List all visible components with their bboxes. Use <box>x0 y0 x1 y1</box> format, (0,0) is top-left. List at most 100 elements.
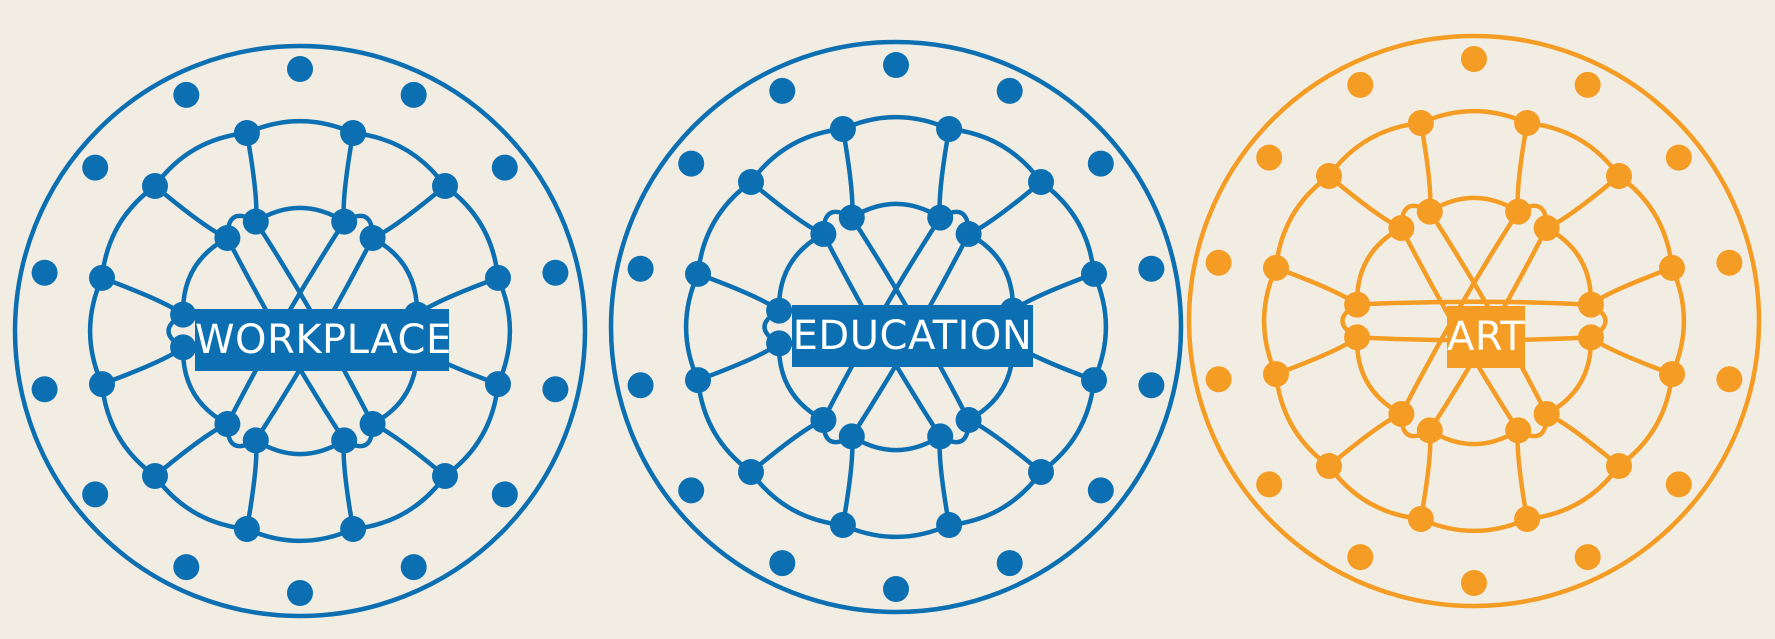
network-outer-ring <box>608 39 1184 615</box>
network-node <box>1716 366 1743 393</box>
network-link <box>966 417 1044 475</box>
network-node <box>331 208 358 235</box>
network-node <box>340 120 367 146</box>
network-link <box>1515 120 1530 214</box>
network-node <box>738 169 764 195</box>
network-node <box>738 459 764 485</box>
network-link <box>1515 428 1530 522</box>
network-link <box>840 522 952 540</box>
network-link <box>748 179 826 237</box>
network-link <box>695 341 782 383</box>
network-node <box>142 173 168 199</box>
network-link <box>849 201 943 220</box>
network-node <box>1505 417 1532 444</box>
network-node <box>491 481 518 508</box>
network-node <box>170 334 197 361</box>
network-link <box>840 434 855 528</box>
network-node <box>810 407 837 433</box>
network-link <box>695 179 754 277</box>
network-node <box>432 173 458 199</box>
network-link <box>244 526 356 544</box>
network-node <box>1407 506 1434 532</box>
network-node <box>766 330 793 357</box>
network-link <box>937 126 952 220</box>
network-link <box>1418 108 1530 126</box>
network-link <box>1418 516 1530 534</box>
network-node <box>936 116 963 142</box>
network-node <box>491 154 518 181</box>
network-link <box>1588 335 1675 377</box>
network-link <box>1326 173 1404 231</box>
network-node <box>1461 46 1487 72</box>
network-link <box>253 438 347 457</box>
network-node <box>1416 198 1443 225</box>
network-node <box>927 423 954 450</box>
network-node <box>1347 71 1374 98</box>
network-node <box>1256 471 1283 498</box>
network-node <box>829 512 856 538</box>
network-node <box>936 512 963 538</box>
network-link <box>1354 225 1404 307</box>
network-link <box>937 434 952 528</box>
network-nodes <box>1205 46 1743 596</box>
network-node <box>1574 544 1601 571</box>
network-link <box>370 235 420 317</box>
network-node <box>1606 163 1632 189</box>
network-link <box>1427 195 1521 214</box>
network-node <box>1081 367 1107 394</box>
network-link <box>1038 377 1097 475</box>
network-node <box>955 221 982 247</box>
network-node <box>927 204 954 231</box>
network-node <box>883 52 909 78</box>
network-node <box>1461 570 1487 596</box>
network-link <box>1544 335 1594 417</box>
network-node <box>769 77 796 104</box>
network-link <box>253 205 347 224</box>
network-node <box>142 463 168 489</box>
network-node <box>1316 163 1342 189</box>
network-link <box>99 381 158 479</box>
network-node <box>1344 324 1371 351</box>
network-link <box>1038 179 1097 277</box>
network-link <box>244 130 259 224</box>
network-node <box>1716 249 1743 276</box>
network-node <box>287 56 313 82</box>
network-node <box>1606 453 1632 479</box>
network-link <box>1616 173 1675 271</box>
network-node <box>400 554 427 581</box>
network-node <box>1388 401 1415 427</box>
network-link <box>341 130 356 224</box>
network-node <box>1577 324 1604 351</box>
network-node <box>1388 215 1415 241</box>
network-node <box>769 550 796 577</box>
network-link <box>1273 371 1332 469</box>
network-link <box>1669 265 1687 377</box>
network-link <box>1427 428 1521 447</box>
network-link <box>966 231 1016 313</box>
network-node <box>996 550 1023 577</box>
network-node <box>996 77 1023 104</box>
network-nodes <box>627 52 1165 602</box>
network-link <box>350 473 448 532</box>
network-node <box>432 463 458 489</box>
network-node <box>678 150 705 177</box>
network-link <box>370 421 448 479</box>
network-node <box>89 264 115 291</box>
network-node <box>1665 471 1692 498</box>
network-link <box>152 421 230 479</box>
network-link <box>350 130 448 189</box>
network-link <box>748 417 826 475</box>
network-link <box>1418 120 1433 214</box>
network-node <box>1514 110 1541 136</box>
network-node <box>685 367 711 394</box>
network-node <box>678 477 705 504</box>
network-node <box>1344 291 1371 318</box>
network-link <box>1273 173 1332 271</box>
network-link <box>1354 335 1404 417</box>
network-node <box>829 116 856 142</box>
network-node <box>1138 255 1165 282</box>
network-node <box>1665 144 1692 171</box>
network-link <box>495 275 513 387</box>
network-node <box>766 297 793 324</box>
network-link <box>748 469 846 528</box>
